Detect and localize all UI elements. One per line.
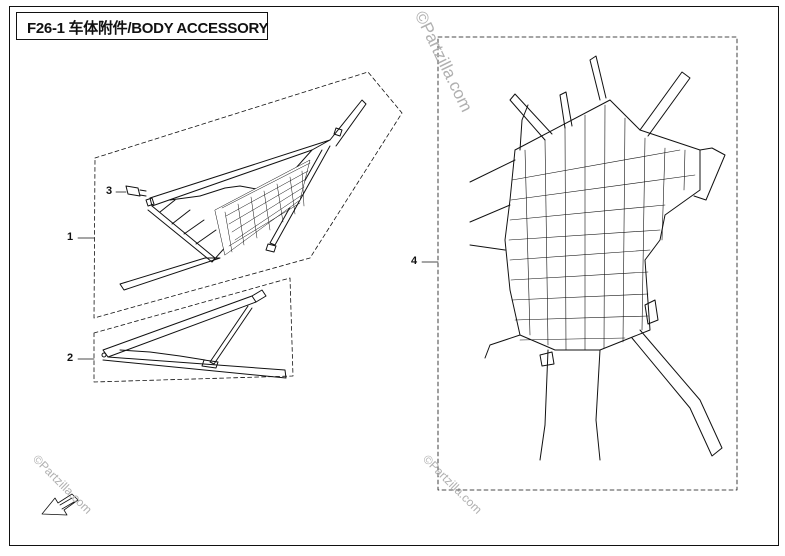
direction-arrow-icon <box>41 493 79 516</box>
side-net-part1 <box>119 99 367 291</box>
callout-part-4: 4 <box>411 255 418 267</box>
group-box-part2 <box>93 277 294 383</box>
group-box-part1 <box>93 71 403 319</box>
drawing-frame <box>9 6 779 546</box>
group-box-part4 <box>437 36 738 491</box>
callout-part-3: 3 <box>106 185 113 197</box>
cargo-net-part4 <box>469 55 726 461</box>
page-title: F26-1 车体附件/BODY ACCESSORY <box>27 20 269 37</box>
title-box: F26-1 车体附件/BODY ACCESSORY <box>16 12 268 40</box>
callout-part-2: 2 <box>67 352 74 364</box>
strap-part2 <box>101 289 287 379</box>
clip-part3 <box>125 185 147 197</box>
callout-part-1: 1 <box>67 231 74 243</box>
